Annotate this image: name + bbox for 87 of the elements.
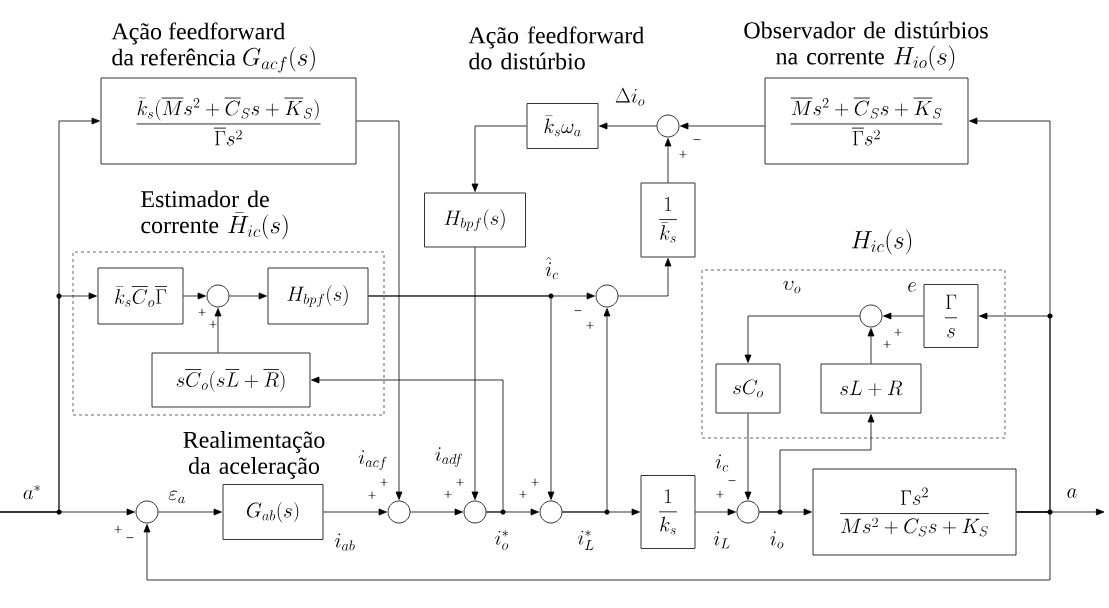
- signal-arrow: [229, 292, 267, 300]
- summing-junction: [656, 114, 680, 138]
- signal-arrow: [323, 508, 387, 516]
- sign-label: +: [716, 490, 724, 498]
- signal-label: $\hat{i}_c$: [545, 256, 559, 280]
- sign-label: −: [728, 480, 736, 482]
- transfer-function-block: $\frac{\Gamma}{s}$: [923, 284, 979, 348]
- transfer-function-block: $\frac{1}{k_s}$: [640, 475, 696, 549]
- signal-arrow: [883, 312, 924, 320]
- signal-arrow: [368, 295, 555, 500]
- transfer-function-block: $\bar{k}_s\omega_a$: [526, 103, 599, 149]
- signal-arrow: [867, 328, 875, 364]
- sign-label: +: [444, 490, 452, 498]
- signal-arrow: [695, 508, 736, 516]
- signal-label: $i_{acf}$: [358, 450, 387, 470]
- signal-arrow: [664, 138, 672, 183]
- summing-junction: [387, 500, 411, 524]
- sign-label: +: [198, 308, 206, 316]
- signal-arrow: [618, 258, 672, 297]
- transfer-function-block: $sL+R$: [820, 363, 922, 414]
- transfer-function-block: $s\overline{C}_o(s\overline{L}+\overline{R})$: [151, 352, 311, 408]
- signal-label: $e$: [908, 282, 916, 292]
- signal-label: $i_o^*$: [495, 530, 509, 550]
- transfer-function-block: $\frac{\Gamma s^2}{Ms^2+C_S s+K_S}$: [812, 468, 1017, 556]
- signal-label: $\varepsilon_a$: [168, 490, 185, 504]
- signal-label: $i_L$: [714, 531, 730, 549]
- signal-label: $i_c$: [715, 454, 729, 472]
- signal-label: $a$: [1067, 488, 1077, 498]
- signal-label: $i_o$: [770, 531, 784, 549]
- sign-label: +: [456, 478, 464, 486]
- transfer-function-block: $\frac{\bar{k}_s(\overline{M}s^2+\overline{C}_S s+\overline{K}_S)}{\overline{\Gamma}s^2}$: [100, 77, 357, 165]
- sign-label: +: [380, 478, 388, 486]
- sign-label: +: [114, 525, 122, 533]
- signal-arrow: [471, 247, 479, 500]
- sign-label: −: [126, 537, 134, 539]
- block-heading: Ação feedforward da referência $G_{acf}(s)$: [111, 22, 315, 73]
- transfer-function-block: $G_{ab}(s)$: [222, 484, 324, 540]
- transfer-function-block: $H_{bpf}(s)$: [267, 267, 369, 325]
- signal-arrow: [599, 122, 657, 130]
- signal-label: $i_{adf}$: [435, 447, 462, 467]
- signal-label: $\Delta i_o$: [615, 87, 645, 106]
- signal-arrow: [680, 122, 765, 130]
- signal-arrow: [562, 308, 611, 513]
- summing-junction: [736, 500, 760, 524]
- signal-label: $\upsilon_o$: [783, 280, 801, 294]
- summing-junction: [206, 284, 230, 308]
- sign-label: +: [519, 490, 527, 498]
- transfer-function-block: $\frac{\overline{M}s^2+\overline{C}_S s+\overline{K}_S}{\overline{\Gamma}s^2}$: [764, 77, 969, 165]
- block-heading: $H_{ic}(s)$: [851, 229, 912, 255]
- signal-arrow: [410, 508, 463, 516]
- signal-arrow: [744, 413, 752, 500]
- sign-label: −: [693, 139, 701, 141]
- sign-label: −: [574, 310, 582, 312]
- sign-label: +: [368, 491, 376, 499]
- sign-label: +: [586, 321, 594, 329]
- signal-arrow: [214, 308, 222, 353]
- block-heading: Observador de distúrbios na corrente $H_{io}(s)$: [744, 21, 988, 71]
- summing-junction: [135, 500, 159, 524]
- sign-label: +: [679, 150, 687, 158]
- signal-arrow: [744, 315, 860, 363]
- transfer-function-block: $\frac{1}{\bar{k}_s}$: [640, 182, 696, 258]
- signal-arrow: [158, 508, 222, 516]
- signal-arrow: [356, 120, 403, 500]
- summing-junction: [463, 500, 487, 524]
- transfer-function-block: $H_{bpf}(s)$: [424, 192, 526, 248]
- signal-label: $a^*$: [23, 484, 40, 500]
- transfer-function-block: $sC_o$: [715, 363, 781, 414]
- summing-junction: [595, 284, 619, 308]
- sign-label: +: [209, 320, 217, 328]
- signal-label: $i_L^*$: [578, 530, 594, 550]
- block-heading: Realimentação da aceleração: [183, 431, 325, 479]
- signal-arrow: [0, 292, 97, 513]
- summing-junction: [539, 500, 563, 524]
- signal-arrow: [759, 414, 875, 513]
- signal-label: $i_{ab}$: [335, 533, 355, 551]
- sign-label: +: [531, 478, 539, 486]
- signal-arrow: [183, 292, 206, 300]
- summing-junction: [859, 304, 883, 328]
- transfer-function-block: $\bar{k}_s\overline{C}_o\overline{\Gamma}$: [97, 267, 184, 325]
- sign-label: +: [883, 340, 891, 348]
- block-heading: Estimador de corrente $\bar{H}_{ic}(s)$: [141, 190, 288, 240]
- signal-arrow: [471, 125, 527, 192]
- block-heading: Ação feedforward do distúrbio: [468, 26, 644, 70]
- signal-arrow: [143, 511, 1051, 581]
- signal-arrow: [979, 312, 1051, 513]
- signal-arrow: [311, 376, 504, 513]
- sign-label: +: [894, 328, 902, 336]
